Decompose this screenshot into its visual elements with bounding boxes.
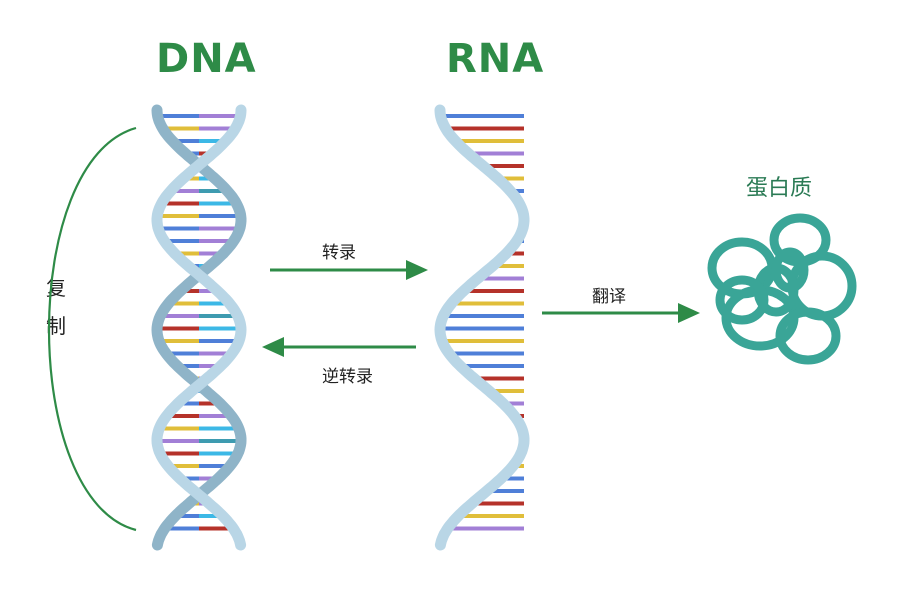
transcription-label: 转录 — [322, 243, 356, 263]
protein-label: 蛋白质 — [746, 176, 813, 201]
rna-single-strand — [434, 104, 530, 551]
rna-title: RNA — [446, 36, 545, 82]
translation-label: 翻译 — [592, 287, 626, 307]
dna-backbone-strand-2 — [151, 104, 247, 551]
transcription-arrow — [270, 260, 428, 280]
dna-title: DNA — [156, 36, 257, 82]
protein-tangle — [707, 213, 857, 365]
dna-double-helix — [151, 104, 247, 551]
replication-arc — [48, 126, 137, 532]
reverse-transcription-label: 逆转录 — [322, 367, 373, 387]
reverse-transcription-arrow — [262, 337, 416, 357]
replication-label-char-2: 制 — [46, 314, 66, 338]
translation-arrow — [542, 303, 700, 323]
rna-backbone — [434, 104, 530, 551]
dna-backbone-strand-1 — [151, 104, 247, 551]
